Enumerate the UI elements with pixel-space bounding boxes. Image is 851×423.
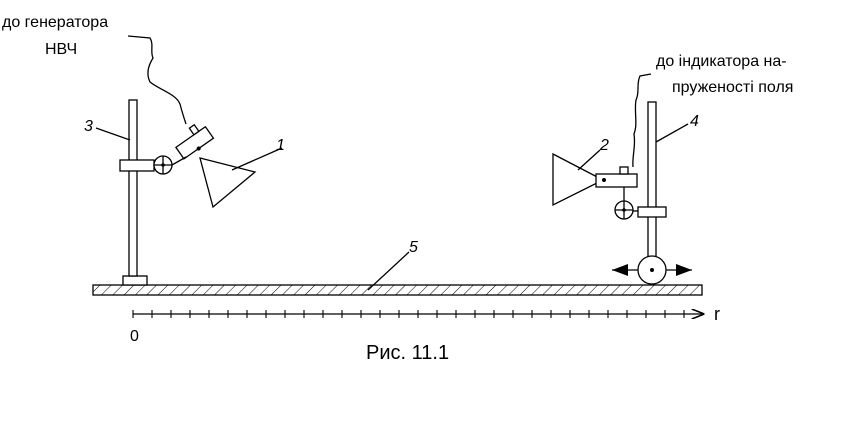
label-number-left-stand: 3 [84, 118, 93, 135]
leader-lines [95, 123, 689, 291]
indicator-label-line1: до індикатора на- [656, 53, 787, 70]
emitter-horn [171, 123, 257, 209]
label-number-receiver: 2 [599, 137, 609, 154]
generator-label-line1: до генератора [2, 14, 108, 31]
indicator-label-line2: пруженості поля [672, 79, 793, 96]
right-clamp-knob [614, 187, 638, 220]
label-number-rail: 5 [409, 239, 418, 256]
right-stand [637, 101, 667, 271]
figure-caption: Рис. 11.1 [366, 342, 449, 364]
axis-r-label: r [714, 304, 720, 324]
label-number-right-stand: 4 [690, 113, 699, 130]
generator-label-line2: НВЧ [45, 41, 77, 58]
axis-ticks [132, 310, 685, 318]
axis-zero-label: 0 [130, 328, 139, 345]
carriage-wheel [612, 255, 692, 285]
indicator-cable [632, 73, 652, 168]
left-stand [119, 99, 158, 286]
receiver-horn [552, 152, 638, 207]
left-clamp-knob [153, 155, 173, 175]
r-axis [132, 310, 703, 318]
label-number-emitter: 1 [276, 137, 285, 154]
generator-cable [127, 35, 187, 125]
rail [92, 284, 703, 296]
